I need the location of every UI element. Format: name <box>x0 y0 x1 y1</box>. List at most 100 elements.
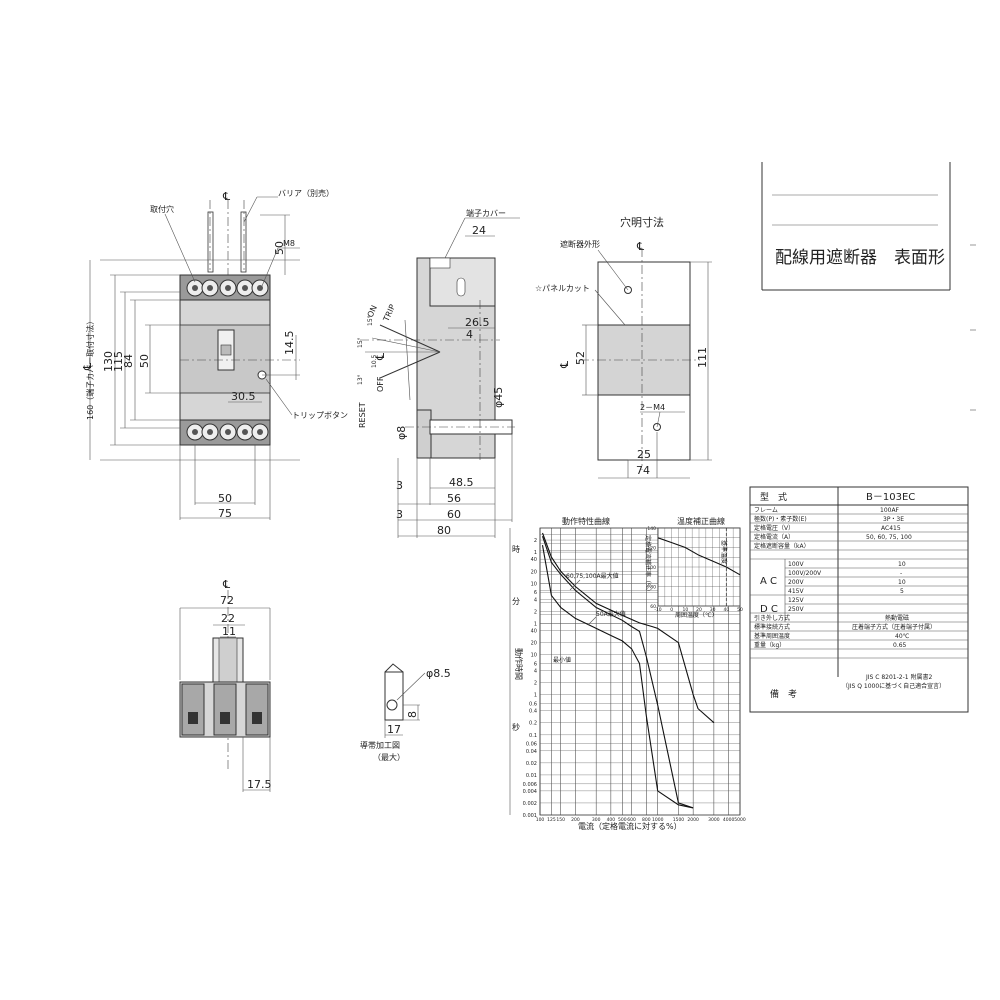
spec-row-5-label: 定格遮断容量（kA） <box>754 542 810 550</box>
dim-8-label: 8 <box>406 711 419 718</box>
spec-row-3-value: AC415 <box>881 525 901 532</box>
trip-x-tick-label: 2000 <box>687 817 699 823</box>
spec-row-3-label: 定格電圧（V） <box>754 524 794 532</box>
dim-84-label: 84 <box>122 354 135 368</box>
temp-grid <box>657 527 741 607</box>
breaking-ac-1-val: - <box>900 570 902 577</box>
barrier-label: バリア（別売） <box>278 188 334 198</box>
remarks-label: 備 考 <box>770 688 797 700</box>
temp-chart-xlabel: 周囲温度（℃） <box>675 611 718 619</box>
conductor-hole-icon <box>386 699 398 711</box>
temp-x-tick-label: 20 <box>696 607 702 613</box>
trip-y-tick-label: 10 <box>531 653 537 659</box>
trip-y-tick-label: 1 <box>534 693 537 699</box>
trip-y-tick-label: 2 <box>534 681 537 687</box>
spec-row-0-value: B－103EC <box>866 492 915 503</box>
trip-label: TRIP <box>381 303 397 324</box>
dim-111-label: 111 <box>696 347 709 368</box>
trip-y-ticks: 21402010642140201064210.60.40.20.10.060.… <box>523 538 537 819</box>
side-centerline-label: ℄ <box>374 353 387 361</box>
breaking-dc-1-v: 250V <box>788 606 804 613</box>
trip-y-tick-label: 0.004 <box>523 789 537 795</box>
dim-30-5-label: 30.5 <box>231 390 256 403</box>
spec-row-1-label: フレーム <box>754 507 778 514</box>
conductor-view: φ8.5 8 17 導帯加工図 （最大） <box>360 663 451 762</box>
off-label: OFF <box>376 376 385 392</box>
temp-x-tick-label: 0 <box>670 607 673 613</box>
spec-row2-1-label: 標準接続方式 <box>754 623 790 631</box>
trip-y-tick-label: 40 <box>531 557 537 563</box>
angle-15-label: 15° <box>357 337 364 348</box>
dim-26-5-label: 26.5 <box>465 316 490 329</box>
trip-x-tick-label: 125 <box>547 817 556 823</box>
trip-y-tick-label: 0.6 <box>529 702 537 708</box>
spec-table: 型 式 B－103EC フレーム 100AF 極数(P)・素子数(E) 3P・3… <box>749 486 969 713</box>
dim-10-5-label: 10.5 <box>371 354 378 368</box>
temp-chart-title: 温度補正曲線 <box>677 516 725 526</box>
trip-y-tick-label: 1 <box>534 550 537 556</box>
trip-y-tick-label: 0.001 <box>523 813 537 819</box>
dim-22-label: 22 <box>221 612 235 625</box>
trip-curve-chart: 動作特性曲線 時 分 動作時間 秒 2140201064214020106421… <box>509 516 746 831</box>
breaking-ac-3-v: 415V <box>788 588 804 595</box>
trip-y-tick-label: 40 <box>531 628 537 634</box>
trip-y-tick-label: 20 <box>531 641 537 647</box>
trip-curve-line <box>541 532 715 724</box>
angle-13-label: 13° <box>357 374 364 385</box>
dim-56-label: 56 <box>447 492 461 505</box>
terminal-screw-icon <box>186 279 269 297</box>
spec-row2-2-value: 40℃ <box>895 633 910 640</box>
trip-y-tick-label: 2 <box>534 538 537 544</box>
trip-y-tick-label: 20 <box>531 569 537 575</box>
dim-17-label: 17 <box>387 723 401 736</box>
temp-curve <box>657 537 741 576</box>
trip-x-tick-label: 1500 <box>673 817 685 823</box>
annotation-min: 最小値 <box>553 656 571 664</box>
dim-25-label: 25 <box>637 448 651 461</box>
trip-chart-title: 動作特性曲線 <box>562 516 610 526</box>
trip-curve-line <box>541 536 694 809</box>
conductor-subtitle: （最大） <box>373 752 405 762</box>
dim-phi8-label: φ8 <box>395 426 408 440</box>
trip-x-tick-label: 500 <box>618 817 627 823</box>
front-view: ℄ <box>81 188 348 520</box>
annotation-max-50: 50A最大値 <box>596 610 626 618</box>
spec-row-4-value: 50, 60, 75, 100 <box>866 534 912 541</box>
trip-y-tick-label: 0.2 <box>529 721 537 727</box>
trip-y-tick-label: 10 <box>531 581 537 587</box>
trip-x-tick-label: 1000 <box>652 817 664 823</box>
hole-view-title: 穴明寸法 <box>620 215 664 229</box>
dim-11-label: 11 <box>222 625 236 638</box>
mounting-hole-label: 取付穴 <box>150 204 174 214</box>
spec-row2-3-value: 0.65 <box>893 642 907 649</box>
trip-x-tick-label: 300 <box>592 817 601 823</box>
screw-2m4-label: 2－M4 <box>640 403 665 412</box>
spec-row2-0-label: 引き外し方式 <box>754 614 790 622</box>
trip-x-tick-label: 800 <box>642 817 651 823</box>
breaking-dc-0-v: 125V <box>788 597 804 604</box>
bottom-view: ℄ 72 22 11 17.5 <box>179 578 272 792</box>
temp-x-tick-label: -10 <box>654 607 661 613</box>
dim-80-label: 80 <box>437 524 451 537</box>
hole-centerline-label-left: ℄ <box>558 361 571 369</box>
trip-x-tick-label: 4000 <box>723 817 735 823</box>
bottom-centerline-label: ℄ <box>222 578 230 591</box>
front-centerline-label-left: ℄ <box>81 363 94 371</box>
trip-y-tick-label: 6 <box>534 662 537 668</box>
breaking-ac-2-val: 10 <box>898 579 906 586</box>
band-label-main: 動作時間 <box>514 648 524 680</box>
dim-24-label: 24 <box>472 224 486 237</box>
spec-row2-1-value: 圧着端子方式（圧着端子付属） <box>852 623 936 631</box>
trip-y-tick-label: 0.04 <box>526 749 537 755</box>
trip-x-tick-label: 200 <box>571 817 580 823</box>
temp-y-tick-label: 60 <box>650 604 656 610</box>
terminal-screw-icon <box>186 423 269 441</box>
dim-3a-label: 3 <box>396 479 403 492</box>
spec-row2-2-label: 基準周囲温度 <box>754 632 790 640</box>
side-view: 端子カバー 24 26.5 4 φ45 φ8 ON TRIP OFF RESET… <box>357 208 520 538</box>
trip-y-tick-label: 2 <box>534 609 537 615</box>
spec-row2-0-value: 熱動電磁 <box>885 614 909 622</box>
